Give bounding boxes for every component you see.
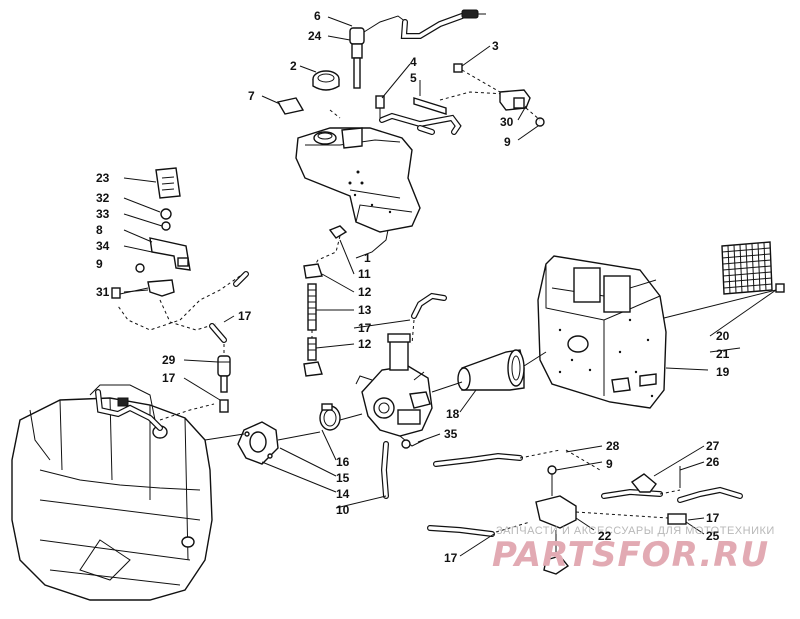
intake-flange bbox=[237, 421, 279, 465]
callout-label: 16 bbox=[336, 455, 350, 469]
callout-label: 33 bbox=[96, 207, 110, 221]
assembly-lines bbox=[204, 351, 547, 441]
callout-label: 15 bbox=[336, 471, 350, 485]
callout-label: 19 bbox=[716, 365, 730, 379]
callout-label: 5 bbox=[410, 71, 417, 85]
callout-label: 11 bbox=[358, 267, 371, 281]
watermark-caption: ЗАПЧАСТИ И АКСЕССУАРЫ ДЛЯ МОТОТЕХНИКИ bbox=[496, 525, 775, 537]
vent-bracket bbox=[453, 63, 545, 127]
drain-hose bbox=[380, 441, 389, 499]
engine-block bbox=[11, 384, 213, 601]
callout-label: 3 bbox=[492, 39, 499, 53]
left-hoses bbox=[117, 271, 249, 356]
primer-bracket bbox=[111, 167, 191, 299]
decal bbox=[276, 97, 305, 115]
clamp bbox=[319, 403, 341, 431]
engine-hoses bbox=[95, 389, 215, 431]
callout-label: 9 bbox=[606, 457, 613, 471]
callout-numbers: 6 24 2 7 4 5 3 30 9 23 32 33 8 34 9 31 1… bbox=[96, 9, 730, 565]
callout-label: 17 bbox=[162, 371, 176, 385]
fuel-valve bbox=[303, 235, 341, 377]
callout-label: 20 bbox=[716, 329, 730, 343]
callout-label: 17 bbox=[444, 551, 458, 565]
primer-lines bbox=[427, 449, 743, 575]
fuel-sender bbox=[349, 9, 486, 89]
callout-label: 14 bbox=[336, 487, 350, 501]
callout-label: 2 bbox=[290, 59, 297, 73]
callout-label: 35 bbox=[444, 427, 458, 441]
callout-label: 12 bbox=[358, 337, 372, 351]
callout-label: 24 bbox=[308, 29, 322, 43]
callout-label: 9 bbox=[96, 257, 103, 271]
air-silencer bbox=[537, 255, 667, 409]
callout-label: 29 bbox=[162, 353, 176, 367]
fuel-filter bbox=[217, 355, 231, 413]
callout-label: 1 bbox=[364, 251, 371, 265]
callout-label: 7 bbox=[248, 89, 255, 103]
callout-label: 30 bbox=[500, 115, 514, 129]
tank-cap bbox=[312, 70, 340, 91]
leader-lines bbox=[123, 16, 777, 557]
callout-label: 9 bbox=[504, 135, 511, 149]
air-boot bbox=[457, 349, 525, 391]
carburetor bbox=[355, 292, 447, 449]
callout-label: 32 bbox=[96, 191, 110, 205]
watermark: ЗАПЧАСТИ И АКСЕССУАРЫ ДЛЯ МОТОТЕХНИКИ PA… bbox=[492, 525, 775, 575]
callout-label: 13 bbox=[358, 303, 372, 317]
callout-label: 6 bbox=[314, 9, 321, 23]
callout-label: 17 bbox=[358, 321, 372, 335]
callout-label: 18 bbox=[446, 407, 460, 421]
callout-label: 8 bbox=[96, 223, 103, 237]
callout-label: 25 bbox=[706, 529, 720, 543]
callout-label: 17 bbox=[238, 309, 252, 323]
callout-label: 34 bbox=[96, 239, 110, 253]
callout-label: 12 bbox=[358, 285, 372, 299]
callout-label: 17 bbox=[706, 511, 720, 525]
callout-label: 31 bbox=[96, 285, 110, 299]
fuel-tank bbox=[295, 127, 421, 239]
callout-label: 26 bbox=[706, 455, 720, 469]
callout-label: 4 bbox=[410, 55, 417, 69]
callout-label: 22 bbox=[598, 529, 612, 543]
callout-label: 27 bbox=[706, 439, 720, 453]
watermark-brand: PARTSFOR.RU bbox=[492, 535, 769, 575]
callout-label: 28 bbox=[606, 439, 620, 453]
callout-label: 10 bbox=[336, 503, 350, 517]
vent-line bbox=[329, 91, 507, 135]
callout-label: 21 bbox=[716, 347, 730, 361]
callout-label: 23 bbox=[96, 171, 110, 185]
screen bbox=[663, 241, 785, 319]
